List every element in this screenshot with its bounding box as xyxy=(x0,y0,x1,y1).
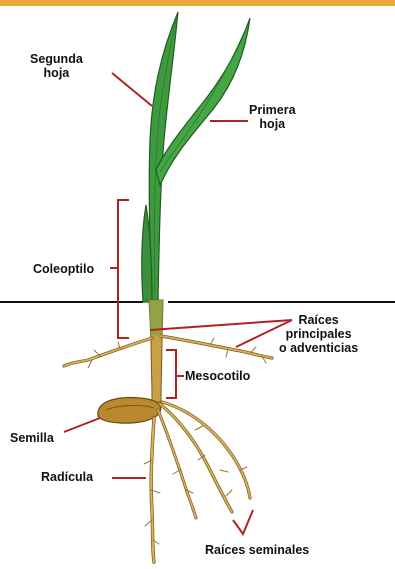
seed xyxy=(98,398,161,424)
label-primera-hoja: Primera hoja xyxy=(249,103,296,131)
label-mesocotilo: Mesocotilo xyxy=(185,369,250,383)
leader-semilla xyxy=(64,418,100,432)
label-radicula-text: Radícula xyxy=(41,470,93,484)
label-raices-seminales: Raíces seminales xyxy=(205,543,309,557)
bracket-mesocotilo xyxy=(166,350,176,398)
mesocotyl-stem xyxy=(149,300,163,402)
label-primera-hoja-text: Primera hoja xyxy=(249,103,296,131)
label-segunda-hoja: Segunda hoja xyxy=(30,52,83,80)
seminal-roots xyxy=(158,402,250,518)
label-semilla-text: Semilla xyxy=(10,431,54,445)
label-radicula: Radícula xyxy=(41,470,93,484)
label-coleoptilo-text: Coleoptilo xyxy=(33,262,94,276)
radicle xyxy=(144,418,160,562)
leader-segunda-hoja xyxy=(112,73,152,106)
label-raices-seminales-text: Raíces seminales xyxy=(205,543,309,557)
top-border xyxy=(0,0,395,6)
leader-raices-seminales xyxy=(233,510,253,534)
label-coleoptilo: Coleoptilo xyxy=(33,262,94,276)
label-semilla: Semilla xyxy=(10,431,54,445)
label-raices-principales: Raíces principales o adventicias xyxy=(279,313,358,355)
label-mesocotilo-text: Mesocotilo xyxy=(185,369,250,383)
bracket-coleoptilo xyxy=(118,200,129,338)
leader-raices-left xyxy=(150,320,292,330)
label-raices-principales-text: Raíces principales o adventicias xyxy=(279,313,358,355)
adventitious-roots xyxy=(64,336,272,368)
label-segunda-hoja-text: Segunda hoja xyxy=(30,52,83,80)
